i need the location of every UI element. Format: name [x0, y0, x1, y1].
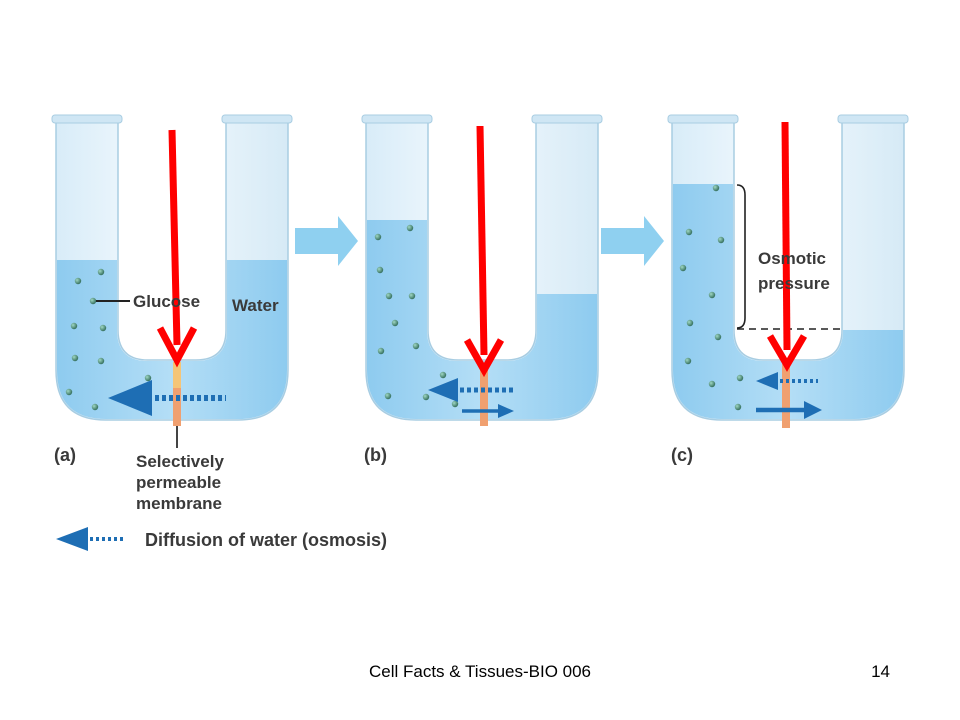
step-arrow-icon: [601, 216, 664, 266]
glucose-molecule: [99, 324, 107, 332]
legend: Diffusion of water (osmosis): [56, 527, 387, 551]
glucose-molecule: [384, 392, 392, 400]
panel-b-glucose-molecules: [374, 224, 459, 408]
panel-a-membrane-tint: [173, 362, 181, 388]
slide-number: 14: [871, 662, 890, 681]
osmotic-pressure-label-line1: Osmotic: [758, 249, 826, 268]
glucose-molecule: [708, 291, 716, 299]
membrane-label-line3: membrane: [136, 494, 222, 513]
glucose-molecule: [406, 224, 414, 232]
glucose-molecule: [391, 319, 399, 327]
panel-a-rim-right: [221, 114, 293, 124]
panel-c-diffusion-arrow-right: [756, 401, 822, 419]
glucose-molecule: [374, 233, 382, 241]
panel-a-red-arrow-icon: [156, 129, 198, 368]
legend-text: Diffusion of water (osmosis): [145, 530, 387, 550]
panel-b-rim-right: [531, 114, 603, 124]
panel-c-red-arrow-icon: [766, 121, 808, 372]
membrane-label-line2: permeable: [136, 473, 221, 492]
panel-b-water: [367, 220, 597, 419]
glucose-molecule: [736, 374, 744, 382]
glucose-molecule: [717, 236, 725, 244]
water-label: Water: [232, 296, 279, 315]
panel-b-rim-left: [361, 114, 433, 124]
panel-b-diffusion-arrow-left: [428, 378, 514, 402]
glucose-molecule: [412, 342, 420, 350]
glucose-molecule: [708, 380, 716, 388]
glucose-molecule: [91, 403, 99, 411]
glucose-molecule: [734, 403, 742, 411]
glucose-molecule: [679, 264, 687, 272]
panel-c-diffusion-arrow-left: [756, 372, 818, 390]
panel-c-rim-left: [667, 114, 739, 124]
panel-c-u-tube: [667, 114, 909, 428]
glucose-molecule: [376, 266, 384, 274]
glucose-molecule: [74, 277, 82, 285]
panel-c-water: [673, 184, 903, 419]
panel-b-diffusion-arrow-right: [462, 404, 514, 418]
panel-a-water: [57, 260, 287, 419]
panel-a-glucose-molecules: [65, 268, 152, 411]
glucose-molecule: [385, 292, 393, 300]
glucose-molecule: [89, 297, 97, 305]
glucose-molecule: [144, 374, 152, 382]
panel-a-membrane: [173, 362, 181, 426]
glucose-molecule: [439, 371, 447, 379]
glucose-molecule: [684, 357, 692, 365]
diffusion-arrow-icon: [56, 527, 126, 551]
panel-b-membrane: [480, 366, 488, 426]
glucose-molecule: [65, 388, 73, 396]
glucose-molecule: [97, 268, 105, 276]
panel-b-u-tube: [361, 114, 603, 426]
glucose-molecule: [712, 184, 720, 192]
membrane-label-line1: Selectively: [136, 452, 224, 471]
glucose-molecule: [70, 322, 78, 330]
footer-title: Cell Facts & Tissues-BIO 006: [368, 662, 592, 681]
glucose-molecule: [685, 228, 693, 236]
panel-label-c: (c): [671, 445, 693, 465]
glucose-molecule: [451, 400, 459, 408]
glucose-label: Glucose: [133, 292, 200, 311]
panel-label-b: (b): [364, 445, 387, 465]
glucose-molecule: [377, 347, 385, 355]
osmotic-pressure-label-line2: pressure: [758, 274, 830, 293]
slide-footer: Cell Facts & Tissues-BIO 006 14: [0, 658, 960, 688]
panel-b-red-arrow-icon: [463, 125, 505, 378]
glucose-molecule: [408, 292, 416, 300]
panel-c-rim-right: [837, 114, 909, 124]
glucose-molecule: [714, 333, 722, 341]
panel-label-a: (a): [54, 445, 76, 465]
glucose-molecule: [686, 319, 694, 327]
glucose-molecule: [422, 393, 430, 401]
step-arrow-icon: [295, 216, 358, 266]
panel-c-membrane: [782, 364, 790, 428]
osmotic-pressure-bracket: [736, 184, 746, 329]
glucose-molecule: [97, 357, 105, 365]
glucose-molecule: [71, 354, 79, 362]
panel-a-diffusion-arrow: [108, 380, 226, 416]
panel-a-u-tube: [51, 114, 293, 448]
panel-c-glucose-molecules: [679, 184, 744, 411]
panel-a-rim-left: [51, 114, 123, 124]
